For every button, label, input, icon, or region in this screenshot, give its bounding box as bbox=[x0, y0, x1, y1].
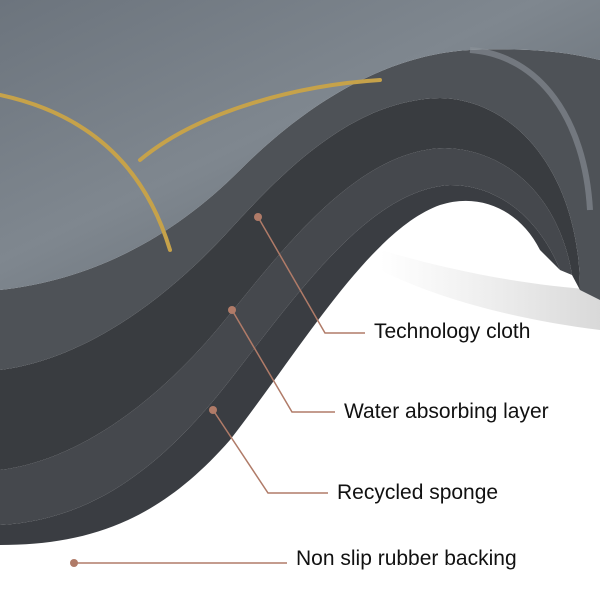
floor-shadow bbox=[380, 250, 600, 330]
curl-edge-highlight bbox=[469, 47, 593, 211]
mat-top-surface bbox=[0, 0, 600, 290]
layer-technology-cloth bbox=[0, 49, 600, 370]
layer-rubber-backing bbox=[0, 185, 560, 545]
leader-dot-water-absorbing bbox=[228, 306, 236, 314]
gold-stripe bbox=[0, 93, 172, 252]
label-recycled-sponge: Recycled sponge bbox=[337, 481, 499, 504]
label-non-slip-rubber-backing: Non slip rubber backing bbox=[296, 547, 517, 570]
gold-stripe-curve bbox=[138, 78, 382, 162]
label-technology-cloth: Technology cloth bbox=[374, 320, 531, 343]
layer-recycled-sponge bbox=[0, 148, 572, 525]
leader-line-technology-cloth bbox=[257, 216, 365, 334]
leader-line-recycled-sponge bbox=[212, 409, 328, 494]
leader-dot-technology-cloth bbox=[254, 213, 262, 221]
leader-line-water-absorbing bbox=[231, 309, 335, 413]
label-water-absorbing-layer: Water absorbing layer bbox=[344, 400, 549, 423]
leader-dot-recycled-sponge bbox=[209, 406, 217, 414]
leader-dot-rubber-backing bbox=[70, 559, 78, 567]
layer-water-absorbing bbox=[0, 98, 580, 470]
